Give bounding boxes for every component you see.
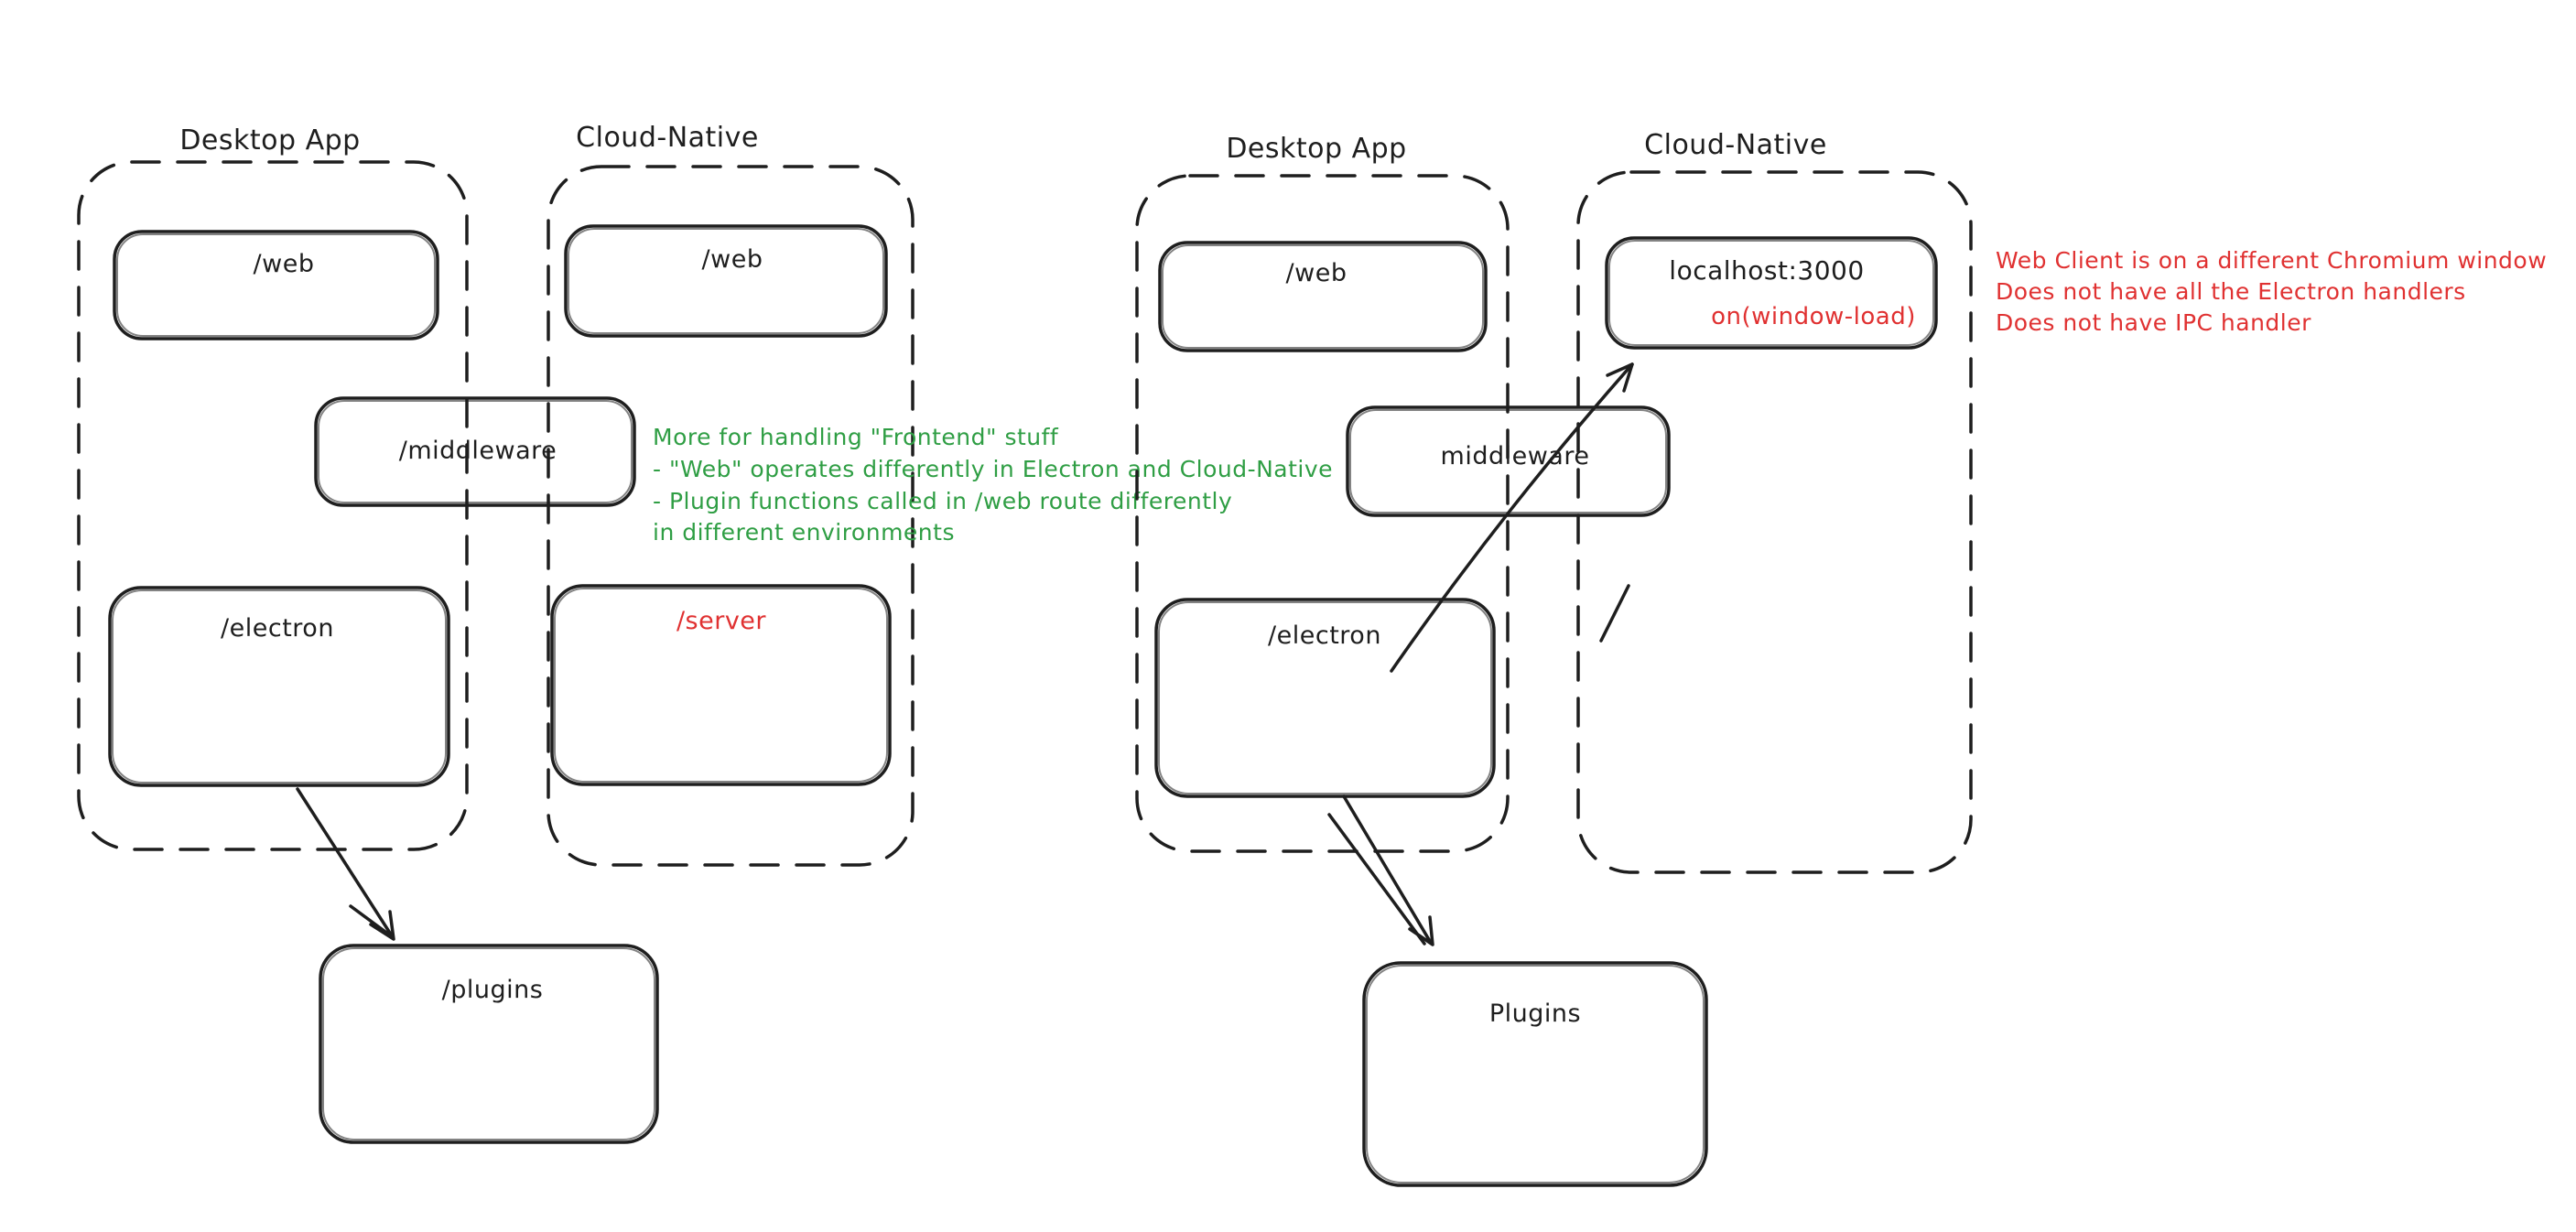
left-web-cloud-box <box>564 224 888 338</box>
electron-to-localhost-arrow <box>1390 362 1634 673</box>
red-note-line-1: Web Client is on a different Chromium wi… <box>1996 247 2547 274</box>
left-server-label: /server <box>676 607 766 635</box>
right-electron-box-sketch <box>1158 601 1492 794</box>
localhost-3000-box-sketch <box>1608 240 1934 346</box>
localhost-3000-box <box>1605 236 1938 350</box>
left-server-box-sketch <box>554 588 888 783</box>
right-cloud-group-container <box>1576 170 1973 874</box>
right-electron-label: /electron <box>1268 621 1381 650</box>
green-note-line-4: in different environments <box>653 519 955 546</box>
left-cloud-group-label: Cloud-Native <box>576 122 759 154</box>
left-diagram: Desktop App Cloud-Native /web /web /midd… <box>77 122 1333 1144</box>
right-red-note: Web Client is on a different Chromium wi… <box>1996 247 2547 336</box>
right-web-box <box>1158 241 1488 352</box>
left-web-cloud-label: /web <box>702 245 763 274</box>
right-plugins-box <box>1362 961 1708 1187</box>
right-middleware-label: middleware <box>1441 442 1590 470</box>
right-plugins-box-sketch <box>1366 965 1705 1183</box>
right-electron-box <box>1154 598 1496 798</box>
left-middleware-box <box>314 396 636 507</box>
right-desktop-group-label: Desktop App <box>1226 133 1406 165</box>
green-note-line-2: - "Web" operates differently in Electron… <box>653 456 1333 482</box>
left-electron-box-sketch <box>112 589 447 784</box>
left-middleware-label: /middleware <box>399 437 557 465</box>
right-diagram: Desktop App Cloud-Native /web localhost:… <box>1135 129 2547 1187</box>
left-plugins-box <box>319 944 659 1144</box>
left-cloud-group-container <box>547 165 915 867</box>
green-note-line-1: More for handling "Frontend" stuff <box>653 424 1059 450</box>
left-web-desktop-box-sketch <box>116 233 436 337</box>
red-note-line-2: Does not have all the Electron handlers <box>1996 278 2466 305</box>
left-green-note: More for handling "Frontend" stuff - "We… <box>653 424 1333 546</box>
localhost-3000-label: localhost:3000 <box>1669 255 1864 286</box>
left-plugins-label: /plugins <box>442 976 544 1004</box>
right-web-box-sketch <box>1162 244 1484 349</box>
green-note-line-3: - Plugin functions called in /web route … <box>653 488 1232 514</box>
left-server-box <box>550 584 892 786</box>
right-plugins-label: Plugins <box>1489 1000 1581 1028</box>
left-electron-label: /electron <box>221 614 334 643</box>
red-note-line-3: Does not have IPC handler <box>1996 309 2311 336</box>
right-cloud-group-label: Cloud-Native <box>1644 129 1827 161</box>
left-electron-box <box>108 586 450 787</box>
left-plugins-box-sketch <box>322 947 655 1140</box>
left-web-desktop-box <box>113 230 439 340</box>
right-electron-to-plugins-arrow <box>1327 794 1434 946</box>
on-window-load-label: on(window-load) <box>1711 303 1916 330</box>
right-web-label: /web <box>1286 259 1348 287</box>
left-desktop-group-label: Desktop App <box>179 124 360 157</box>
left-web-cloud-box-sketch <box>568 228 884 334</box>
left-electron-to-plugins-arrow <box>296 787 395 941</box>
left-middleware-box-sketch <box>318 400 633 503</box>
left-web-desktop-label: /web <box>254 250 315 278</box>
